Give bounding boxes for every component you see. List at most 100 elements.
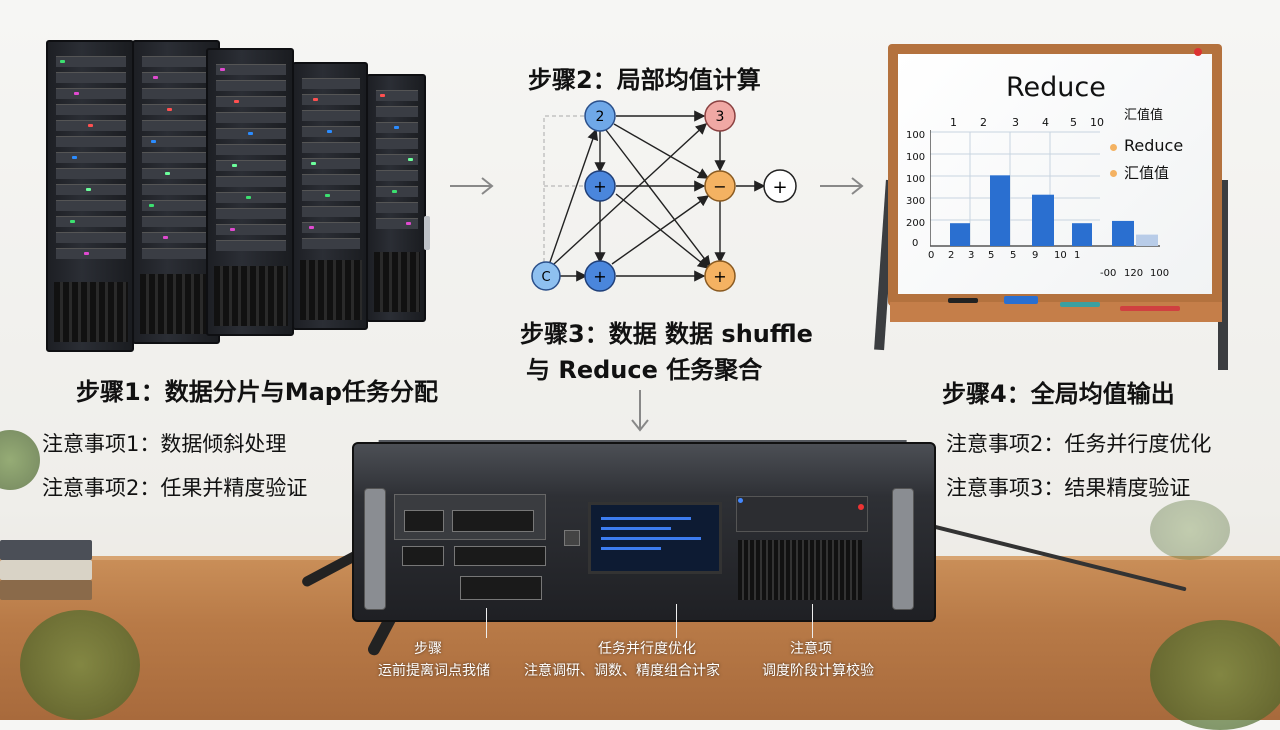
legend-dot-reduce — [1110, 144, 1117, 151]
caption-mid-text: 注意调研、调数、精度组合计家 — [524, 663, 720, 679]
rack-unit — [56, 232, 126, 243]
rack-led — [325, 194, 330, 197]
device-port — [452, 510, 534, 532]
svg-text:+: + — [713, 267, 726, 286]
x-tick-label: 2 — [948, 250, 955, 261]
right-note-2: 注意事项3：结果精度验证 — [946, 476, 1191, 500]
step4-title: 步骤4：全局均值输出 — [942, 380, 1175, 408]
rack-led — [60, 60, 65, 63]
server-rack-5 — [366, 74, 430, 322]
marker-red — [1120, 306, 1180, 311]
plant-right-back — [1150, 500, 1230, 560]
rack-unit — [56, 168, 126, 179]
x-tick-label: -00 — [1100, 268, 1117, 279]
node-top-left: 2 — [584, 100, 616, 132]
rack-unit — [216, 240, 286, 251]
caption-right-text: 调度阶段计算校验 — [762, 663, 874, 679]
caption-left-title: 步骤 — [414, 641, 442, 657]
rack-led — [165, 172, 170, 175]
top-axis-tick: 4 — [1042, 116, 1049, 129]
chart-bar-1 — [950, 223, 970, 246]
rack-led — [408, 158, 413, 161]
rack-unit — [216, 160, 286, 171]
device-display — [588, 502, 722, 574]
rack-unit — [56, 56, 126, 67]
caption-right-title: 注意项 — [790, 641, 832, 657]
rack-led — [232, 164, 237, 167]
book-stack-bottom — [0, 580, 92, 600]
rack-led — [380, 94, 385, 97]
rack-unit — [376, 106, 418, 117]
rack-unit — [216, 96, 286, 107]
rack-drive-bays — [374, 252, 420, 312]
left-note-2: 注意事项2：任果并精度验证 — [42, 476, 308, 500]
rack-unit — [56, 200, 126, 211]
x-tick-label: 5 — [988, 250, 995, 261]
rack-unit — [142, 136, 212, 147]
book-stack-middle — [0, 560, 92, 580]
rack-unit — [216, 224, 286, 235]
device-handle-left — [364, 488, 386, 610]
svg-text:+: + — [593, 177, 606, 196]
node-top-right: 3 — [704, 100, 736, 132]
left-note-1: 注意事项1：数据倾斜处理 — [42, 432, 287, 456]
y-tick-label: 200 — [906, 218, 926, 229]
step2-title: 步骤2：局部均值计算 — [528, 66, 761, 94]
rack-unit — [56, 72, 126, 83]
y-tick-label: 100 — [906, 130, 926, 141]
rack-unit — [302, 174, 360, 185]
rack-led — [149, 204, 154, 207]
device-port — [402, 546, 444, 566]
svg-text:+: + — [593, 267, 606, 286]
device-port — [460, 576, 542, 600]
node-mid-right: − — [704, 170, 736, 202]
node-mid-left: + — [584, 170, 616, 202]
rack-unit — [302, 158, 360, 169]
rack-unit — [142, 168, 212, 179]
arrow-step1-to-step2 — [450, 177, 494, 195]
rack-led — [84, 252, 89, 255]
server-rack-1 — [46, 40, 138, 352]
y-tick-label: 0 — [912, 238, 919, 249]
step1-title: 步骤1：数据分片与Map任务分配 — [76, 378, 438, 406]
right-note-1: 注意事项2：任务并行度优化 — [946, 432, 1212, 456]
plant-left-top — [0, 430, 40, 490]
caption-leader-line — [676, 604, 677, 638]
whiteboard-leg-right — [1218, 180, 1228, 370]
x-tick-label: 3 — [968, 250, 975, 261]
rack-led — [246, 196, 251, 199]
rack-led — [311, 162, 316, 165]
marker-black — [948, 298, 978, 303]
rack-unit — [376, 218, 418, 229]
device-vent — [738, 540, 862, 600]
rack-unit — [376, 90, 418, 101]
rack-unit — [216, 208, 286, 219]
svg-text:3: 3 — [716, 109, 725, 125]
top-axis-tick: 10 — [1090, 116, 1104, 129]
chart-bar-2 — [990, 175, 1010, 246]
rack-unit — [56, 136, 126, 147]
node-bottom-left: C — [531, 261, 561, 291]
top-axis-tick: 1 — [950, 116, 957, 129]
arrow-step3-to-device — [631, 390, 649, 432]
rack-unit — [142, 232, 212, 243]
svg-text:C: C — [541, 270, 550, 285]
rack-unit — [56, 216, 126, 227]
legend-label-reduce: Reduce — [1124, 136, 1184, 155]
server-rack-3 — [206, 48, 298, 336]
whiteboard-top-label: 汇值值 — [1124, 108, 1164, 123]
rack-led — [86, 188, 91, 191]
rack-drive-bays — [214, 266, 288, 326]
x-tick-label: 10 — [1054, 250, 1067, 261]
book-stack-top — [0, 540, 92, 560]
plant-right-bottom — [1150, 620, 1280, 730]
graph-edges — [549, 110, 766, 282]
rack-unit — [302, 78, 360, 89]
rack-unit — [216, 112, 286, 123]
rack-led — [230, 228, 235, 231]
rack-unit — [142, 200, 212, 211]
device-button — [564, 530, 580, 546]
rack-unit — [142, 184, 212, 195]
rack-led — [313, 98, 318, 101]
svg-text:+: + — [772, 177, 787, 198]
